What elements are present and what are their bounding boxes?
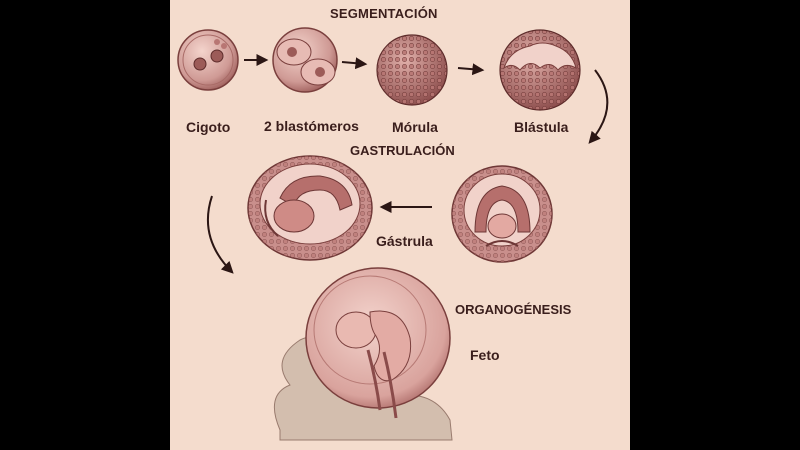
- heading-segmentation: SEGMENTACIÓN: [330, 6, 438, 21]
- label-fetus: Feto: [470, 347, 500, 363]
- label-gastrula: Gástrula: [376, 233, 433, 249]
- blastula-cell: [499, 29, 581, 111]
- two-blastomeres-cell: [272, 27, 338, 93]
- diagram-panel: SEGMENTACIÓN Cigoto 2 blastómeros Mórula…: [170, 0, 630, 450]
- label-two-blastomeres: 2 blastómeros: [264, 118, 359, 134]
- label-morula: Mórula: [392, 119, 438, 135]
- fetus-illustration: [273, 267, 453, 441]
- arrow-blastula-to-gastrulation: [588, 69, 609, 144]
- early-gastrula: [451, 165, 553, 263]
- arrow-2cell-to-morula: [341, 57, 368, 70]
- zygote-cell: [177, 29, 239, 91]
- arrow-morula-to-blastula: [457, 63, 485, 76]
- label-zygote: Cigoto: [186, 119, 230, 135]
- label-blastula: Blástula: [514, 119, 569, 135]
- late-gastrula: [247, 155, 373, 261]
- heading-organogenesis: ORGANOGÉNESIS: [455, 302, 572, 317]
- embryo-development-illustration: SEGMENTACIÓN Cigoto 2 blastómeros Mórula…: [177, 6, 609, 441]
- arrow-gastrulation-to-organogenesis: [206, 195, 234, 274]
- morula-cell: [376, 34, 448, 106]
- heading-gastrulation: GASTRULACIÓN: [350, 143, 455, 158]
